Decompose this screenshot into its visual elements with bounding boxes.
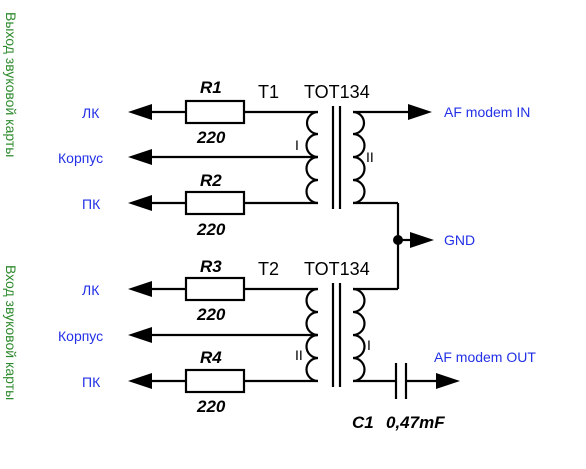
port-label-af-out: AF modem OUT (434, 349, 536, 365)
t1-primary-label: I (295, 137, 299, 153)
t1-pk-line (128, 190, 318, 216)
t2-secondary-coil (305, 287, 319, 383)
t2-secondary-label: II (295, 347, 303, 363)
resistor-r2 (184, 190, 246, 216)
r2-value: 220 (196, 220, 226, 239)
af-in-arrow (408, 104, 432, 120)
port-label-gnd: GND (444, 232, 475, 248)
capacitor-value: 0,47mF (386, 413, 445, 432)
t1-primary-coil (305, 110, 319, 205)
side-label-input: Вход звуковой карты (3, 265, 19, 400)
port-label-t2-lk: ЛК (82, 282, 100, 298)
resistor-r1 (184, 99, 246, 125)
r3-name: R3 (200, 257, 222, 276)
r3-value: 220 (196, 305, 226, 324)
r2-name: R2 (200, 171, 222, 190)
t2-primary-coil (352, 287, 366, 383)
t2-pk-line (128, 368, 318, 394)
t2-model: TOT134 (304, 259, 370, 279)
t1-model: TOT134 (304, 82, 370, 102)
resistor-r4 (184, 368, 246, 394)
af-out-arrow (436, 373, 460, 389)
port-label-t1-korpus: Корпус (58, 150, 103, 166)
port-label-t1-pk: ПК (82, 196, 101, 212)
t1-lk-line (128, 99, 318, 125)
t2-korpus-line (128, 327, 318, 343)
resistor-r3 (184, 276, 246, 302)
r1-name: R1 (200, 78, 222, 97)
r4-value: 220 (196, 397, 226, 416)
t1-secondary-label: II (366, 149, 374, 165)
t1-name: T1 (258, 82, 279, 102)
port-label-t2-pk: ПК (82, 374, 101, 390)
capacitor-name: C1 (352, 413, 374, 432)
port-label-t2-korpus: Корпус (58, 328, 103, 344)
t2-name: T2 (258, 259, 279, 279)
side-label-output: Выход звуковой карты (3, 12, 19, 157)
port-label-t1-lk: ЛК (82, 105, 100, 121)
t1-secondary-coil (352, 110, 366, 205)
port-label-af-in: AF modem IN (444, 104, 530, 120)
r1-value: 220 (196, 128, 226, 147)
t1-korpus-line (128, 149, 318, 165)
t2-lk-line (128, 276, 318, 302)
t2-primary-label: I (367, 337, 371, 353)
gnd-arrow (410, 232, 434, 248)
r4-name: R4 (200, 348, 222, 367)
